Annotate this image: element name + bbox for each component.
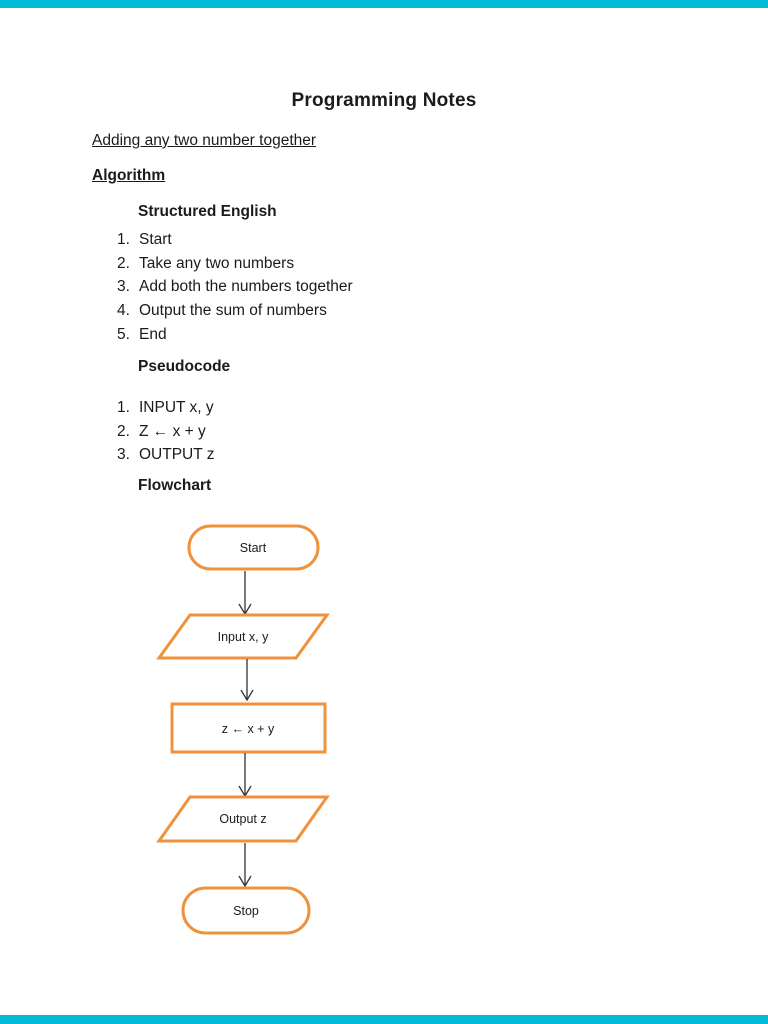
list-item: 3. Add both the numbers together bbox=[117, 275, 353, 299]
list-number: 2. bbox=[117, 422, 130, 440]
list-text: End bbox=[139, 325, 167, 343]
list-item: 2. Z ← x + y bbox=[117, 420, 215, 444]
list-number: 1. bbox=[117, 399, 130, 416]
list-number: 5. bbox=[117, 325, 130, 343]
list-item: 1. Start bbox=[117, 228, 353, 252]
algorithm-heading: Algorithm bbox=[92, 167, 166, 184]
flowchart-node-input bbox=[156, 613, 330, 660]
flowchart-node-input-label: Input x, y bbox=[218, 630, 269, 644]
list-number: 2. bbox=[117, 254, 130, 272]
list-text: INPUT x, y bbox=[139, 399, 214, 416]
list-text: Output the sum of numbers bbox=[139, 302, 327, 320]
pseudocode-heading: Pseudocode bbox=[138, 358, 231, 375]
page-title: Programming Notes bbox=[291, 90, 477, 111]
flowchart-node-process bbox=[170, 702, 327, 754]
list-text: Start bbox=[139, 231, 172, 248]
viewer-page-divider-bottom bbox=[0, 1015, 768, 1024]
flowchart-node-stop-label: Stop bbox=[233, 904, 259, 918]
list-text: Z ← x + y bbox=[139, 422, 206, 440]
flowchart-diagram: Start Input x, y z ← x + y Output z Stop bbox=[156, 524, 330, 935]
flowchart-node-stop bbox=[181, 886, 311, 935]
list-text: OUTPUT z bbox=[139, 446, 215, 464]
pseudocode-list: 1. INPUT x, y 2. Z ← x + y 3. OUTPUT z bbox=[117, 396, 215, 467]
flowchart-node-start bbox=[187, 524, 320, 571]
flowchart-node-process-label: z ← x + y bbox=[222, 722, 275, 736]
doc-subtitle: Adding any two number together bbox=[92, 132, 317, 149]
flowchart-node-output-label: Output z bbox=[219, 812, 266, 826]
flowchart-node-output bbox=[156, 795, 330, 843]
list-text: Take any two numbers bbox=[139, 254, 295, 272]
list-item: 5. End bbox=[117, 323, 353, 347]
list-item: 3. OUTPUT z bbox=[117, 443, 215, 467]
list-text: Add both the numbers together bbox=[139, 278, 353, 296]
list-number: 4. bbox=[117, 302, 130, 320]
list-item: 2. Take any two numbers bbox=[117, 252, 353, 276]
viewer-page-divider-top bbox=[0, 0, 768, 8]
flowchart-node-start-label: Start bbox=[240, 541, 267, 555]
list-item: 1. INPUT x, y bbox=[117, 396, 215, 420]
list-number: 3. bbox=[117, 278, 130, 296]
flow-arrow-4-head bbox=[238, 875, 252, 888]
list-item: 4. Output the sum of numbers bbox=[117, 299, 353, 323]
flow-arrow-2-head bbox=[240, 689, 254, 702]
structured-english-heading: Structured English bbox=[138, 203, 277, 220]
list-number: 1. bbox=[117, 231, 130, 248]
flowchart-heading: Flowchart bbox=[138, 477, 212, 494]
structured-english-list: 1. Start 2. Take any two numbers 3. Add … bbox=[117, 228, 353, 347]
list-number: 3. bbox=[117, 446, 130, 464]
